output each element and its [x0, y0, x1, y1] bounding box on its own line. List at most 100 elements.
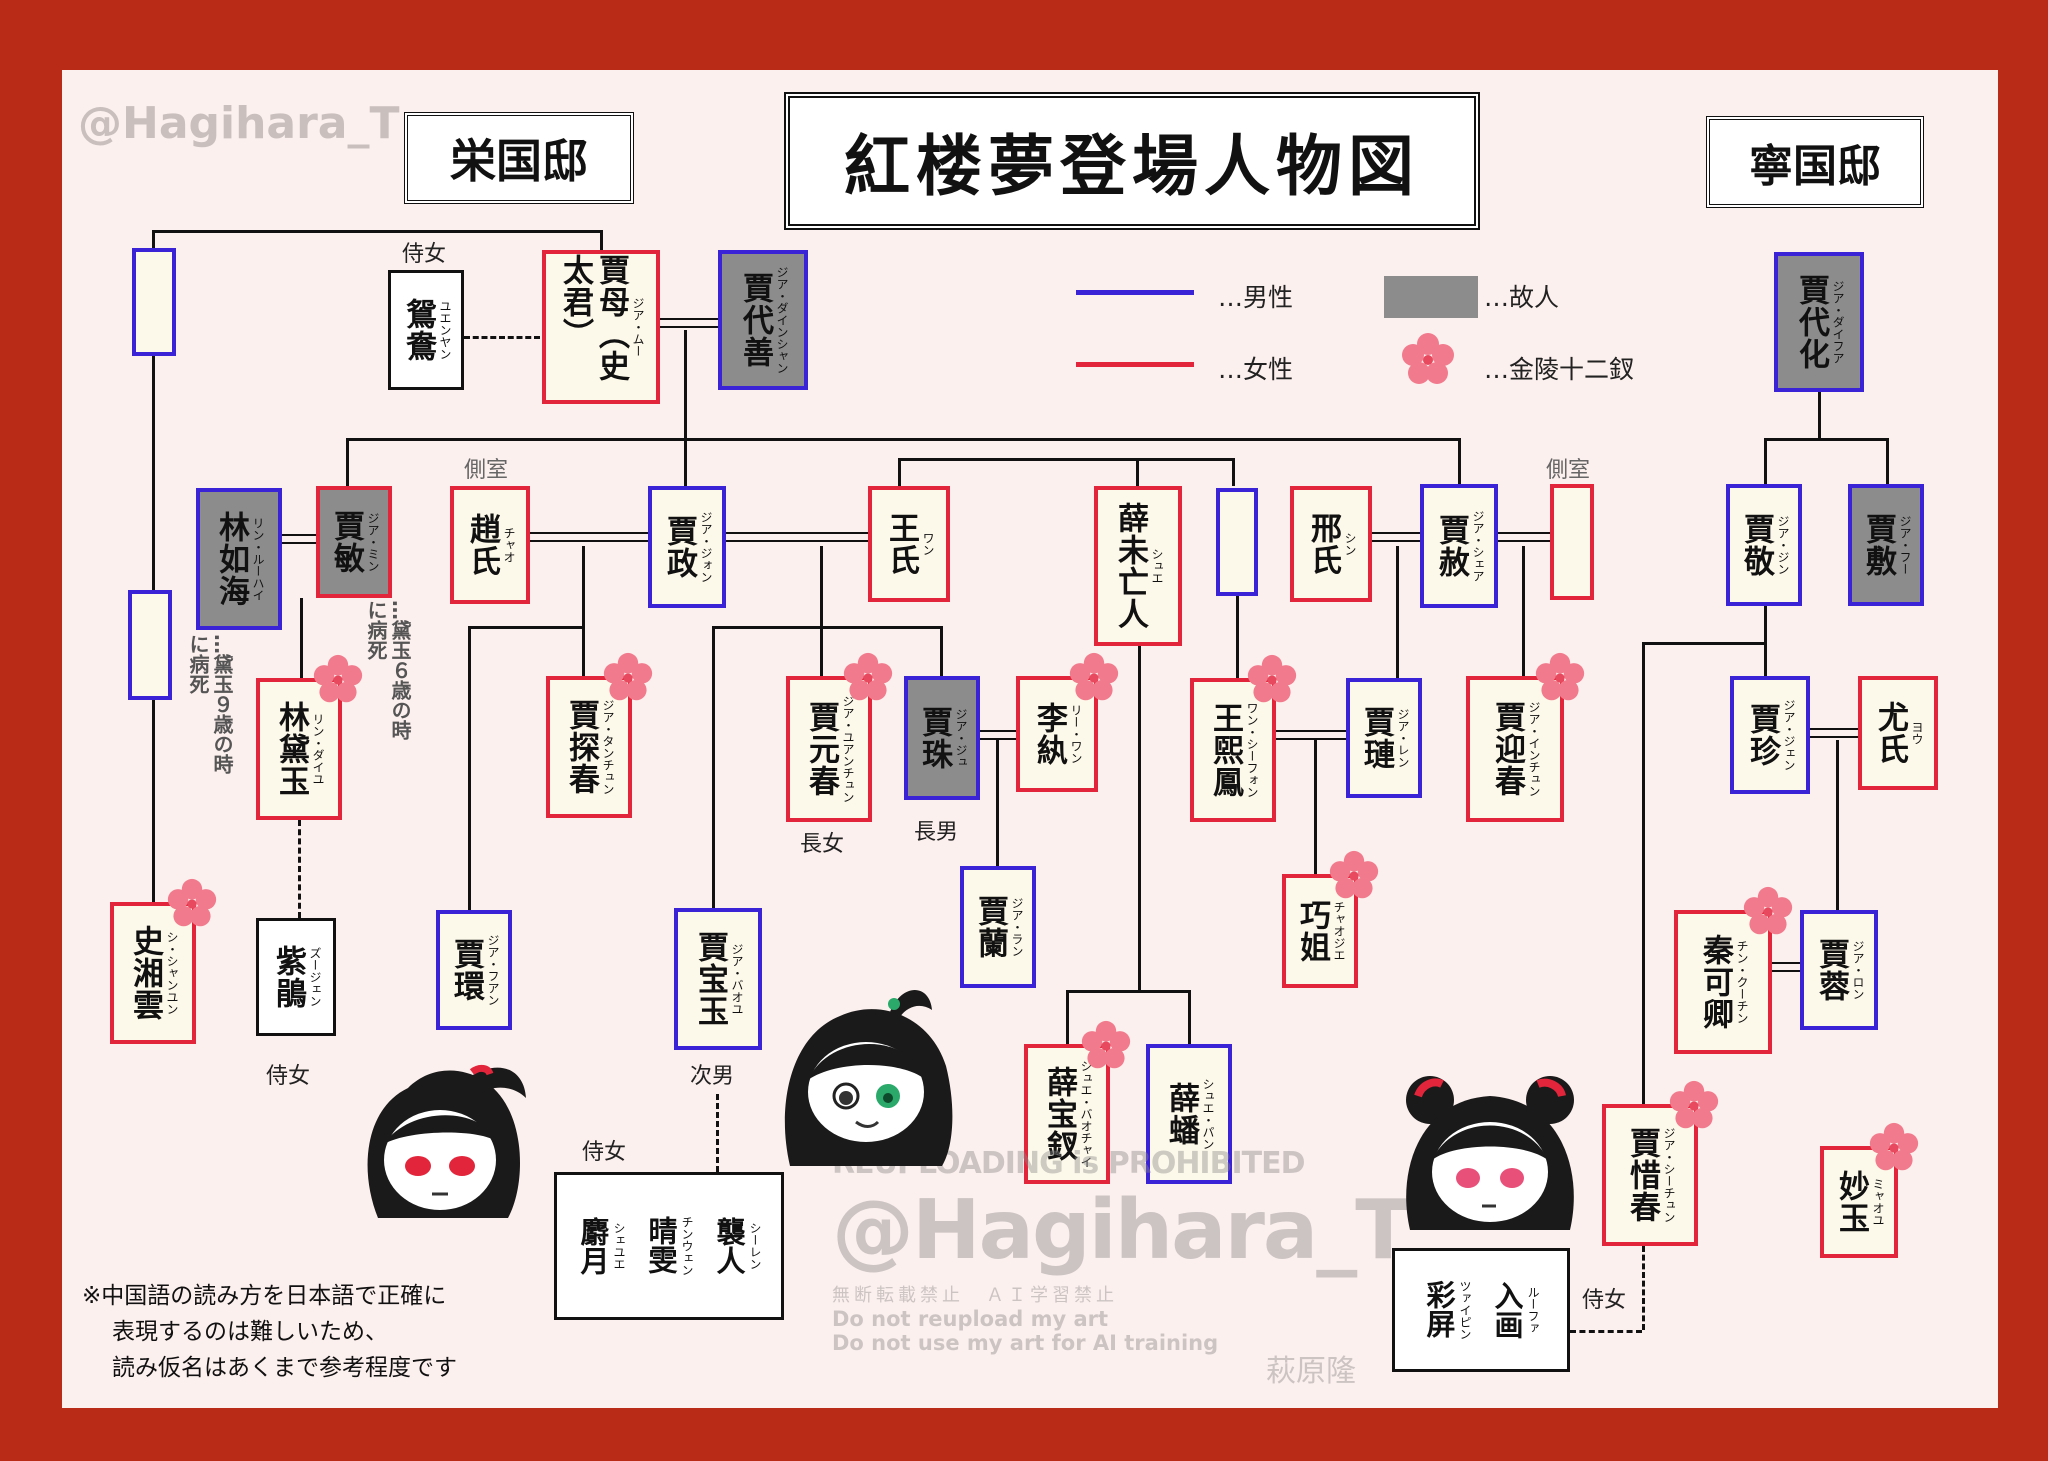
page-title: 紅楼夢登場人物図 — [784, 92, 1480, 230]
person-ruhua-reading: ルーファ — [1526, 1286, 1540, 1334]
connector-25 — [712, 626, 940, 629]
connector-49 — [1522, 546, 1525, 676]
house-left-text: 栄国邸 — [450, 134, 588, 188]
person-jing-name: 賈敬 — [1738, 513, 1774, 577]
connector-54 — [1886, 438, 1889, 484]
person-xichun-name: 賈惜春 — [1624, 1127, 1660, 1223]
connector-18 — [530, 540, 648, 542]
footnote-line-2: 表現するのは難しいため、 — [112, 1319, 388, 1345]
connector-6 — [660, 318, 718, 320]
person-daihua-name: 賈代化 — [1793, 274, 1829, 370]
person-daishan-name: 賈代善 — [737, 272, 773, 368]
connector-24 — [820, 546, 823, 626]
connector-17 — [530, 532, 648, 534]
person-baoyu-name: 賈宝玉 — [692, 931, 728, 1027]
person-lan: 賈蘭ジア・ラン — [960, 866, 1036, 988]
person-zhao-name: 趙氏 — [464, 513, 500, 577]
label-jinan: 次男 — [690, 1064, 735, 1089]
person-xichun: 賈惜春ジア・シーチュン — [1602, 1104, 1698, 1246]
person-you-name: 尤氏 — [1872, 701, 1908, 765]
connector-57 — [1642, 642, 1645, 1104]
label-sokushitsu-she: 側室 — [1546, 458, 1591, 483]
person-qinkeqing-reading: チン・クーチン — [1735, 940, 1749, 1024]
person-xiren: シーレン襲人 — [712, 1217, 762, 1275]
person-zheng-name: 賈政 — [661, 515, 697, 579]
connector-21 — [468, 626, 471, 910]
person-jiamu: 賈母（史太君）ジア・ムー — [542, 250, 660, 404]
person-tanchun-name: 賈探春 — [563, 699, 599, 795]
person-yuanchun-reading: ジア・ユアンチュン — [841, 695, 855, 803]
legend-blossom-icon — [1402, 333, 1454, 384]
person-jiamu-reading: ジア・ムー — [631, 297, 645, 357]
person-zhen-reading: ジア・ジェン — [1782, 699, 1796, 771]
person-ruhua: ルーファ入画 — [1490, 1281, 1540, 1339]
person-jing: 賈敬ジア・ジン — [1726, 484, 1802, 606]
connector-40 — [1236, 596, 1239, 678]
page-title-text: 紅楼夢登場人物図 — [844, 127, 1420, 205]
person-you-reading: ヨウ — [1910, 721, 1924, 745]
connector-56 — [1642, 642, 1764, 645]
footnote-line-3: 読み仮名はあくまで参考程度です — [112, 1355, 457, 1381]
footnote: ※中国語の読み方を日本語で正確に 表現するのは難しいため、 読み仮名はあくまで参… — [82, 1278, 457, 1386]
person-liwan-blossom-icon — [1068, 652, 1120, 704]
person-lin: 林如海リン・ルーハイ — [196, 488, 282, 630]
person-sheyue-reading: シェユエ — [612, 1222, 626, 1270]
person-xue: 薛未亡人シュエ — [1094, 486, 1182, 646]
connector-26 — [712, 626, 715, 908]
label-jijo-baoyu: 侍女 — [582, 1140, 627, 1165]
wm-en1: Do not reupload my art — [832, 1307, 1109, 1331]
person-xiren-name: 襲人 — [712, 1217, 746, 1275]
person-daiyu: 林黛玉リン・ダイユ — [256, 678, 342, 820]
person-yingchun-blossom-icon — [1534, 652, 1586, 704]
person-baochai-name: 薛宝釵 — [1041, 1066, 1077, 1162]
person-huan: 賈環ジア・フアン — [436, 910, 512, 1030]
person-xifeng-name: 王煕鳳 — [1207, 702, 1243, 798]
connector-62 — [1772, 970, 1800, 972]
person-qiaojie-blossom-icon — [1328, 850, 1380, 902]
person-tanchun-blossom-icon — [602, 652, 654, 704]
connector-47 — [1498, 532, 1550, 534]
person-fu: 賈敷ジア・フー — [1848, 484, 1924, 606]
person-qingwen: チンウェン晴雯 — [644, 1216, 694, 1276]
person-xichun-blossom-icon — [1668, 1080, 1720, 1132]
connector-7 — [660, 326, 718, 328]
connector-53 — [1764, 438, 1767, 484]
person-wang-name: 王氏 — [883, 512, 919, 576]
connector-30 — [898, 458, 901, 486]
person-daihua-reading: ジア・ダイフア — [1831, 280, 1845, 364]
person-baochai-reading: シュエ・バオチャイ — [1079, 1060, 1093, 1168]
connector-10 — [346, 438, 349, 486]
legend-female-swatch — [1076, 362, 1194, 367]
person-zijuan-name: 紫鵑 — [270, 945, 306, 1009]
wm-en2: Do not use my art for AI training — [832, 1331, 1219, 1355]
person-fu-reading: ジア・フー — [1898, 515, 1912, 575]
person-huan-reading: ジア・フアン — [486, 934, 500, 1006]
person-rong-name: 賈蓉 — [1813, 938, 1849, 1002]
person-xuepan: 薛蟠シュエ・パン — [1146, 1044, 1232, 1184]
connector-31 — [1136, 458, 1139, 486]
connector-46 — [1396, 546, 1399, 678]
person-xiren-reading: シーレン — [748, 1222, 762, 1270]
person-xing: 邢氏シン — [1290, 486, 1372, 602]
connector-38 — [1066, 990, 1069, 1044]
person-jiamin-name: 賈敏 — [328, 510, 364, 574]
person-xiangyun-name: 史湘雲 — [127, 925, 163, 1021]
connector-5 — [464, 336, 540, 339]
wm-big: @Hagihara_T — [832, 1183, 1411, 1278]
legend-male-swatch — [1076, 290, 1194, 295]
maid-group-xichun: ルーファ入画ツァイピン彩屏 — [1392, 1248, 1570, 1372]
house-right-text: 寧国邸 — [1749, 141, 1881, 192]
person-zhen-name: 賈珍 — [1744, 703, 1780, 767]
person-yuanchun-blossom-icon — [842, 652, 894, 704]
person-she-reading: ジア・シェア — [1471, 510, 1485, 582]
wm-signature: 萩原隆 — [1266, 1354, 1356, 1389]
wm-jp: 無断転載禁止 ＡＩ学習禁止 — [832, 1285, 1118, 1306]
connector-29 — [898, 458, 1234, 461]
person-jing-reading: ジア・ジン — [1776, 515, 1790, 575]
person-ruhua-name: 入画 — [1490, 1281, 1524, 1339]
connector-42 — [1276, 738, 1346, 740]
person-caiping-name: 彩屏 — [1422, 1280, 1456, 1338]
person-jiamu-name: 賈母（史太君） — [557, 254, 629, 382]
footnote-line-1: ※中国語の読み方を日本語で正確に — [82, 1283, 447, 1309]
connector-33 — [980, 730, 1016, 732]
